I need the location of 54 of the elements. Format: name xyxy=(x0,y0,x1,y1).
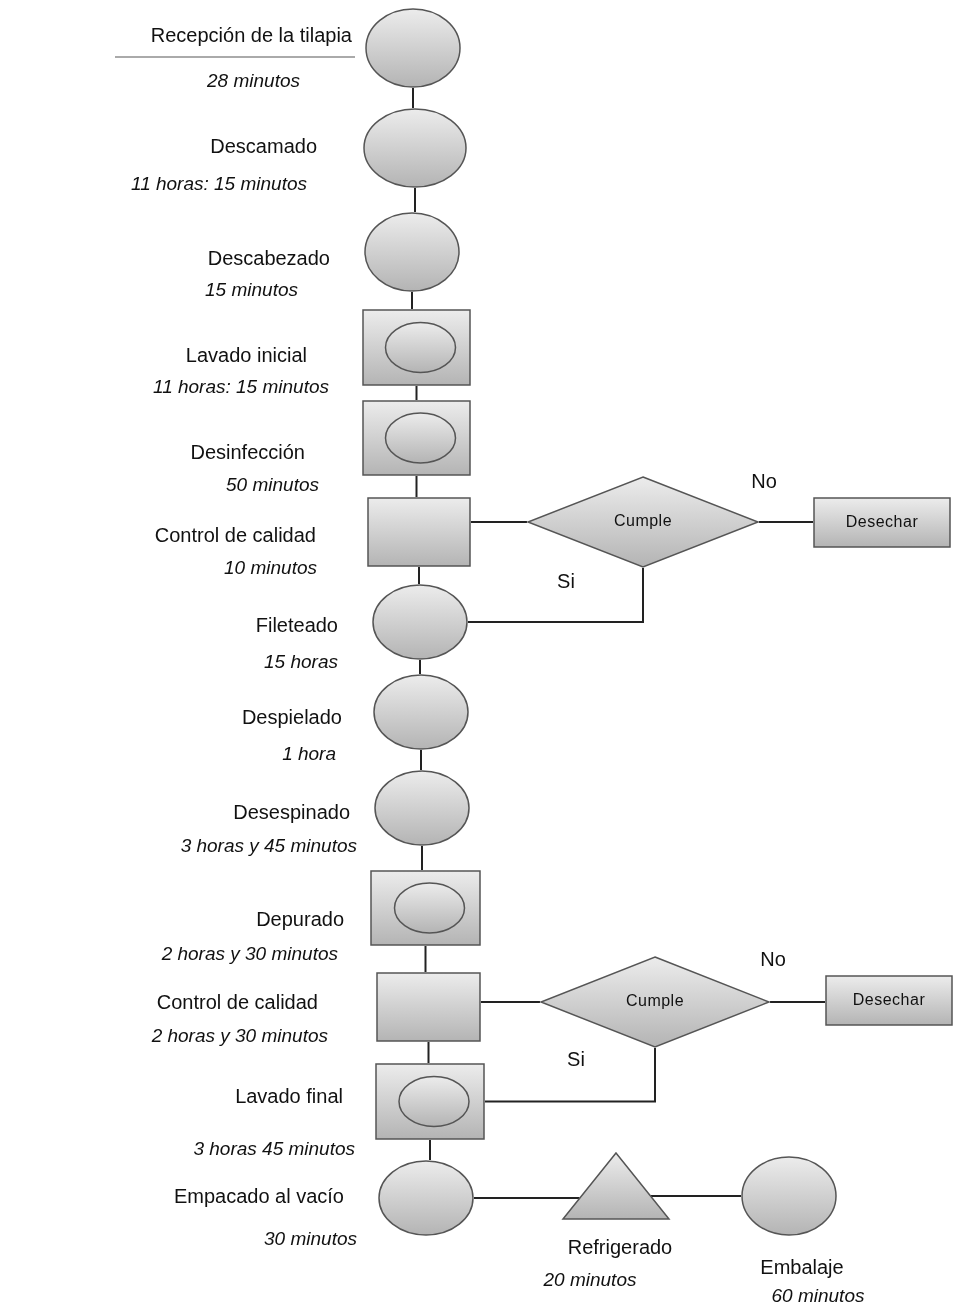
duration-text: 3 horas 45 minutos xyxy=(193,1138,355,1160)
duration-text: 2 horas y 30 minutos xyxy=(151,1025,328,1047)
connector-line xyxy=(421,845,423,871)
connector-line xyxy=(758,521,814,523)
duration-text: 15 minutos xyxy=(205,279,298,301)
duration-text: 30 minutos xyxy=(264,1228,357,1250)
step-name: Fileteado xyxy=(255,614,338,636)
step-name: Lavado final xyxy=(235,1085,343,1107)
connector-line xyxy=(429,1139,431,1161)
connector-line xyxy=(649,1195,742,1197)
connector-line xyxy=(424,945,427,973)
connector-line xyxy=(418,566,420,585)
box-label: Desechar xyxy=(852,990,926,1009)
connector-line xyxy=(484,1047,656,1103)
step-name: Embalaje xyxy=(760,1256,844,1278)
step-name: Recepción de la tilapia xyxy=(150,24,352,46)
step-name: Refrigerado xyxy=(567,1236,673,1258)
connector-line xyxy=(473,1197,581,1199)
connector-line xyxy=(415,385,418,401)
duration-text: 28 minutos xyxy=(207,70,300,92)
connector-line xyxy=(415,475,418,498)
connector-line xyxy=(467,567,644,623)
duration-text: 10 minutos xyxy=(224,557,317,579)
duration-text: 3 horas y 45 minutos xyxy=(180,835,357,857)
connector-line xyxy=(769,1001,826,1003)
duration-text: 1 hora xyxy=(282,743,336,765)
connector-line xyxy=(470,521,528,523)
connector-line xyxy=(414,187,416,213)
connector-line xyxy=(480,1001,541,1003)
step-name: Control de calidad xyxy=(156,991,318,1013)
step-name: Control de calidad xyxy=(154,524,316,546)
box-label: Desechar xyxy=(845,512,919,531)
connector-line xyxy=(419,659,421,675)
duration-text: 15 horas xyxy=(264,651,338,673)
connector-line xyxy=(412,87,414,109)
step-name: Despielado xyxy=(241,706,342,728)
connector-line xyxy=(420,749,422,771)
connector-line xyxy=(427,1041,430,1064)
step-name: Empacado al vacío xyxy=(173,1185,344,1207)
step-name: Desespinado xyxy=(233,801,350,823)
step-name: Lavado inicial xyxy=(185,344,307,366)
duration-text: 60 minutos xyxy=(771,1285,865,1306)
step-name: Depurado xyxy=(256,908,344,930)
decision-label: Cumple xyxy=(625,992,685,1010)
step-name: Desinfección xyxy=(190,441,305,463)
duration-text: 20 minutos xyxy=(543,1269,637,1291)
duration-text: 2 horas y 30 minutos xyxy=(161,943,338,965)
step-name: Descamado xyxy=(210,135,317,157)
decision-label: Cumple xyxy=(613,512,673,530)
step-name: Descabezado xyxy=(207,247,330,269)
duration-text: 11 horas: 15 minutos xyxy=(130,173,307,195)
duration-text: 11 horas: 15 minutos xyxy=(152,376,329,398)
connector-line xyxy=(411,291,413,310)
duration-text: 50 minutos xyxy=(226,474,319,496)
